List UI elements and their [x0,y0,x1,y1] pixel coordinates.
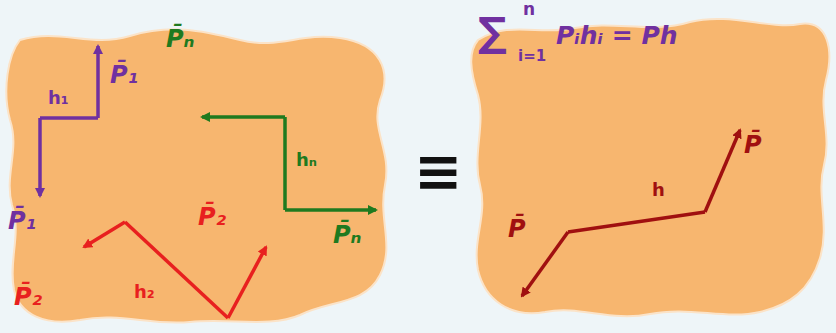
moment-equation: Pᵢhᵢ = Ph [556,22,678,50]
force-label: P̄ [508,216,526,242]
body-blob [6,29,386,322]
force-label: P̄ [744,132,762,158]
force-label: P̄₂ [198,204,226,230]
force-label: P̄₁ [8,208,36,234]
formula-limit: i=1 [518,48,546,65]
force-label: P̄ₙ [166,26,195,52]
arm-label: hₙ [296,150,317,170]
body-blob [471,19,829,316]
force-label: P̄₁ [110,62,138,88]
arm-label: h [652,180,665,200]
force-couple-2 [84,222,266,318]
arm-label: h₂ [134,282,155,302]
force-couple-n [202,117,376,210]
formula-limit: n [523,0,535,19]
force-label: P̄ₙ [333,222,362,248]
arm-label: h₁ [48,88,69,108]
resultant-couple [522,130,740,296]
force-couple-1 [40,46,98,196]
force-label: P̄₂ [14,284,42,310]
equivalence-symbol: ≡ [414,140,463,204]
sum-symbol: ∑ [478,10,507,54]
